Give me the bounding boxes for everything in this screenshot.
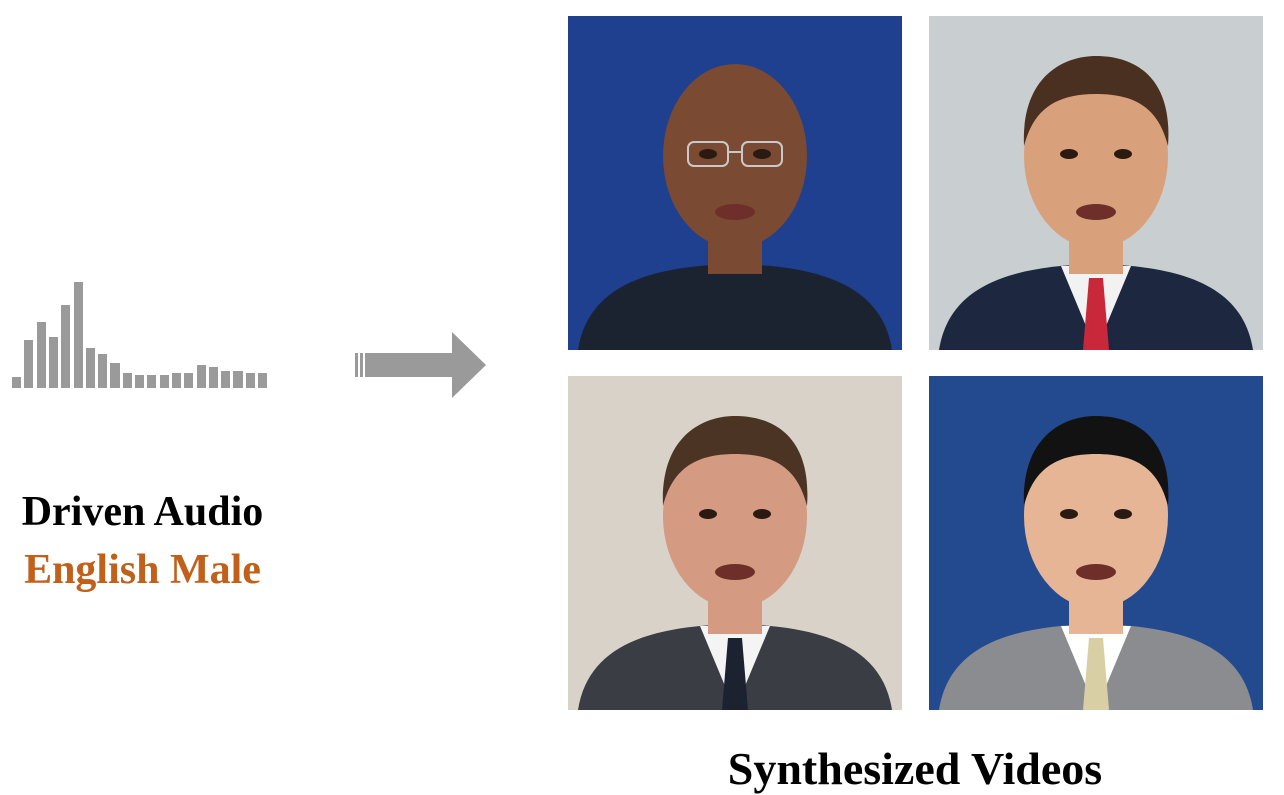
left-eye (1060, 149, 1078, 159)
hair-shape (1023, 56, 1169, 146)
glasses-left (687, 141, 729, 167)
mouth-shape (1076, 204, 1116, 220)
waveform-bar (110, 362, 120, 388)
waveform-bar (171, 373, 182, 388)
right-eye (753, 509, 771, 519)
waveform-bar (184, 373, 194, 388)
waveform-bar (36, 322, 46, 388)
synthesized-videos-title: Synthesized Videos (727, 743, 1103, 794)
right-eye (753, 149, 771, 159)
tie-shape (722, 638, 748, 710)
mouth-shape (715, 204, 755, 220)
waveform-bar (24, 340, 34, 388)
waveform-bar (208, 366, 218, 388)
waveform-bar (73, 282, 83, 388)
waveform-bar (233, 371, 243, 388)
left-eye (699, 149, 717, 159)
waveform-bar (48, 337, 59, 388)
audio-waveform (12, 282, 270, 388)
portrait-illustration (568, 16, 902, 350)
portrait-illustration (929, 16, 1263, 350)
left-eye (1060, 509, 1078, 519)
left-eye (699, 509, 717, 519)
waveform-bar (258, 373, 268, 388)
waveform-bar (245, 373, 255, 388)
waveform-bar (196, 364, 206, 388)
portrait-illustration (929, 376, 1263, 710)
face-shape (1024, 424, 1168, 608)
face-shape (663, 64, 807, 248)
face-shape (1024, 64, 1168, 248)
shirt-shape (700, 266, 770, 350)
waveform-bar (85, 347, 95, 388)
tie-shape (1083, 638, 1109, 710)
video-frame-anchor-news-studio (929, 376, 1263, 710)
right-arrow-icon (355, 332, 486, 398)
waveform-bar (98, 354, 108, 388)
right-eye (1114, 149, 1132, 159)
waveform-bar (135, 375, 145, 388)
video-frame-man-white-house (929, 16, 1263, 350)
audio-language-label: English Male (24, 547, 261, 593)
waveform-bar (61, 305, 71, 388)
hair-shape (662, 416, 808, 506)
waveform-bar (147, 375, 157, 388)
video-frame-bald-man-blue-studio (568, 16, 902, 350)
tie-shape (1083, 278, 1109, 350)
hair-shape (1023, 416, 1169, 506)
face-shape (663, 424, 807, 608)
glasses-right (741, 141, 783, 167)
video-frame-man-flag-office (568, 376, 902, 710)
right-eye (1114, 509, 1132, 519)
waveform-bar (12, 377, 22, 388)
waveform-bar (159, 375, 169, 388)
mouth-shape (715, 564, 755, 580)
driven-audio-title: Driven Audio (21, 489, 264, 535)
portrait-illustration (568, 376, 902, 710)
waveform-bar (221, 371, 231, 388)
waveform-bar (122, 373, 132, 388)
mouth-shape (1076, 564, 1116, 580)
